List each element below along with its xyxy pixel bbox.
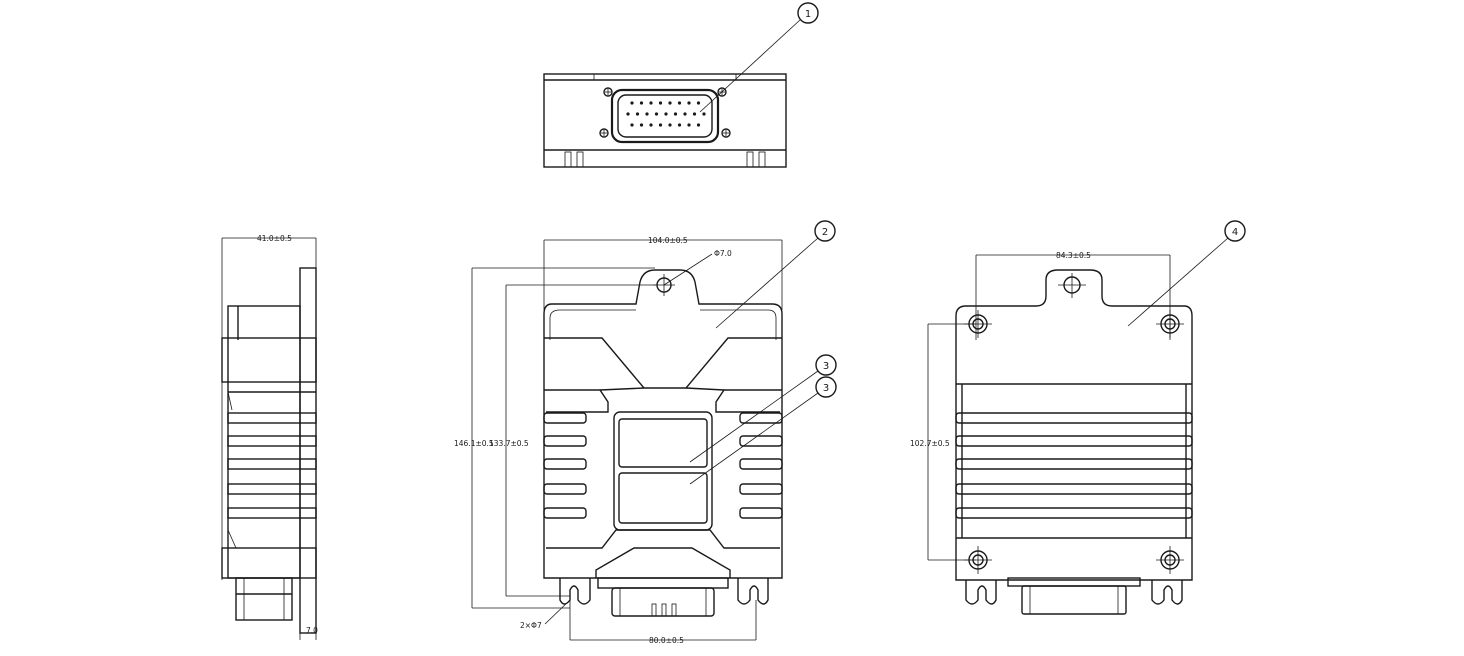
svg-text:3: 3 <box>823 361 829 372</box>
dim-hole-diameter: Φ7.0 <box>714 249 732 258</box>
connector-pin <box>687 123 691 127</box>
svg-text:4: 4 <box>1232 227 1238 238</box>
dim-slots: 2×Φ7 <box>520 621 542 630</box>
mount-hole-center <box>1058 273 1086 298</box>
dim-front-width: 104.0±0.5 <box>648 236 688 245</box>
connector-pin <box>639 123 644 127</box>
connector-pin <box>649 101 653 105</box>
connector-pin <box>658 101 663 105</box>
top-view <box>543 73 787 168</box>
callout-4: 4 <box>1127 220 1246 327</box>
connector-pin <box>668 101 672 105</box>
connector-pin <box>626 112 630 116</box>
connector-pin <box>645 112 649 116</box>
dim-height-holes: 133.7±0.5 <box>489 439 529 448</box>
connector-pin <box>677 101 682 105</box>
connector-pin <box>630 101 634 105</box>
connector-pin <box>654 112 659 116</box>
dim-back-hole-spacing: 84.3±0.5 <box>1056 251 1091 260</box>
connector-pin <box>639 101 644 105</box>
dim-side-width: 41.0±0.5 <box>257 234 292 243</box>
dim-back-vertical: 102.7±0.5 <box>910 439 950 448</box>
connector-pin <box>673 112 678 116</box>
connector-pin <box>658 123 663 127</box>
connector-pin <box>668 123 672 127</box>
callout-1: 1 <box>699 2 819 113</box>
connector-pins <box>626 101 706 127</box>
callout-3a: 3 <box>689 354 837 463</box>
svg-text:2: 2 <box>822 227 828 238</box>
connector-pin <box>630 123 634 127</box>
connector-pin <box>635 112 640 116</box>
side-view: 41.0±0.5 7.0 <box>221 234 318 640</box>
connector-pin <box>683 112 687 116</box>
callout-3b: 3 <box>689 376 837 485</box>
callout-2: 2 <box>715 220 836 329</box>
connector-pin <box>692 112 697 116</box>
connector-pin <box>664 112 668 116</box>
corner-screw-icon <box>964 310 1184 574</box>
connector-pin <box>696 123 701 127</box>
connector-pin <box>649 123 653 127</box>
connector-pin <box>687 101 691 105</box>
dim-side-bottom: 7.0 <box>306 626 318 635</box>
connector-pin <box>702 112 706 116</box>
svg-text:1: 1 <box>805 9 811 20</box>
dim-height-overall: 146.1±0.5 <box>454 439 494 448</box>
front-view: 104.0±0.5 146.1±0.5 133.7±0.5 Φ7.0 <box>454 236 783 645</box>
svg-text:3: 3 <box>823 383 829 394</box>
dim-bottom-spacing: 80.0±0.5 <box>649 636 684 645</box>
back-view: 84.3±0.5 102.7±0.5 <box>910 251 1193 615</box>
connector-pin <box>677 123 682 127</box>
connector-pin <box>696 101 701 105</box>
